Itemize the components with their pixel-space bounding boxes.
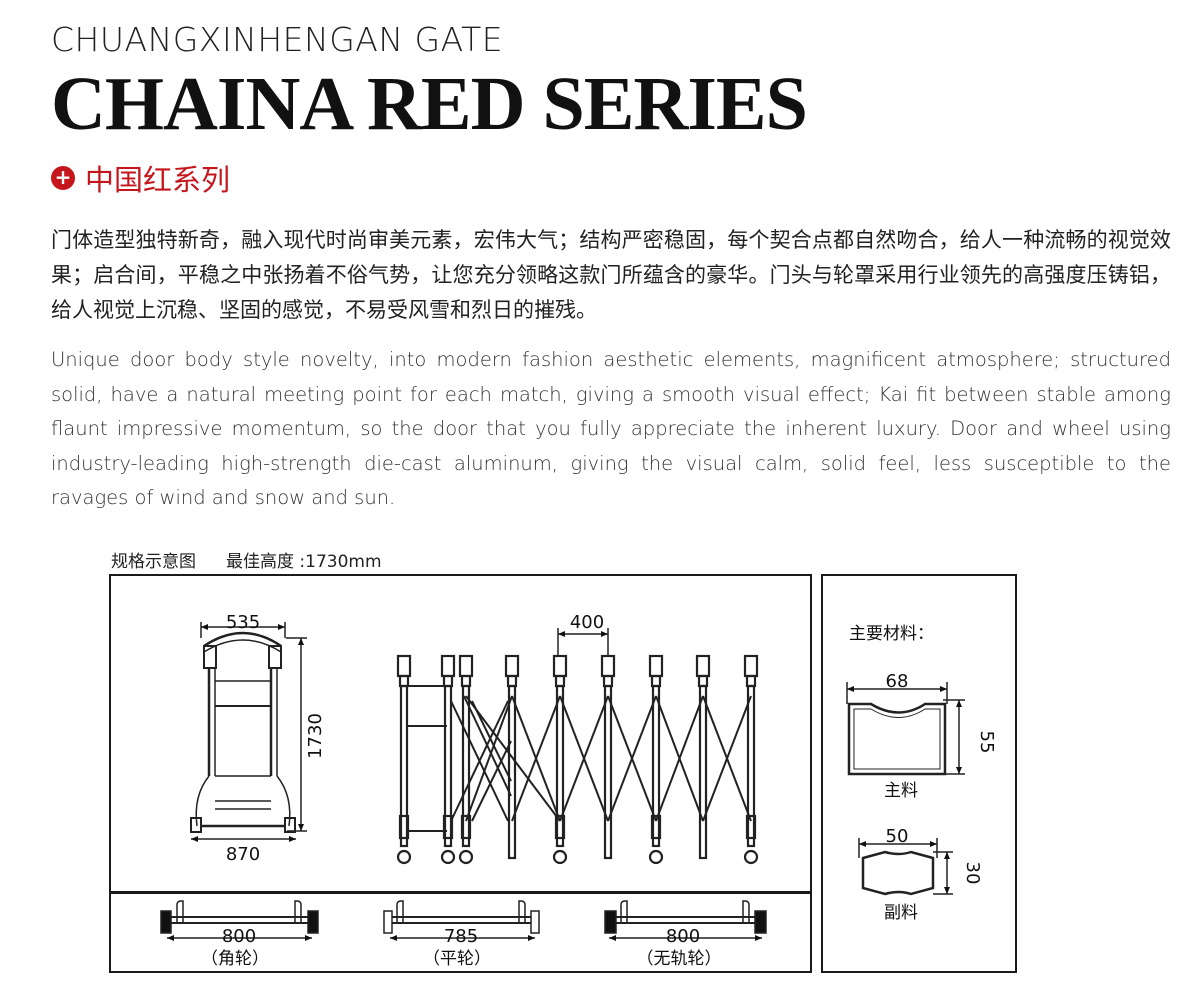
side-top-width: 535 [226,612,260,633]
series-subtitle-cn: 中国红系列 [85,163,231,197]
main-material-width: 68 [886,671,909,692]
wheel-corner-width: 800 [222,926,256,947]
plus-icon: + [51,166,75,190]
subtitle-row: + 中国红系列 [51,157,230,199]
wheel-flat-width: 785 [444,926,478,947]
wheel-trackless-width: 800 [666,926,700,947]
description-chinese: 门体造型独特新奇，融入现代时尚审美元素，宏伟大气；结构严密稳固，每个契合点都自然… [51,228,1171,322]
gate-diagram: 535 1730 870 [190,612,759,865]
materials-drawing: 主要材料： 68 55 主料 50 30 副料 [846,624,997,923]
side-bottom-width: 870 [226,844,260,865]
side-view-drawing [190,622,307,842]
series-title: CHAINA RED SERIES [51,62,808,146]
panel-spacing: 400 [570,612,604,633]
gate-diagram-box: 535 1730 870 [109,574,812,894]
front-view-drawing [396,628,759,865]
wheel-flat-label: （平轮） [423,949,491,969]
secondary-material-height: 30 [962,862,983,885]
secondary-material-width: 50 [886,826,909,847]
wheel-types-box: 800 （角轮） 785 （平轮） 800 （无轨轮） [109,891,812,973]
secondary-material-label: 副料 [884,903,918,923]
wheel-trackless-label: （无轨轮） [637,949,722,969]
spec-header: 规格示意图 最佳高度 :1730mm [111,547,412,572]
materials-box: 主要材料： 68 55 主料 50 30 副料 [821,574,1017,973]
main-material-height: 55 [976,731,997,754]
wheel-corner-label: （角轮） [201,949,269,969]
materials-title: 主要材料： [849,624,934,644]
diagram-label: 规格示意图 [111,552,196,572]
wheel-types-drawing: 800 （角轮） 785 （平轮） 800 （无轨轮） [160,900,767,969]
main-material-label: 主料 [884,781,918,801]
brand-name: CHUANGXINHENGAN GATE [51,20,504,59]
description-english: Unique door body style novelty, into mod… [51,348,1171,509]
best-height-label: 最佳高度 :1730mm [226,552,382,572]
side-height: 1730 [305,713,326,759]
